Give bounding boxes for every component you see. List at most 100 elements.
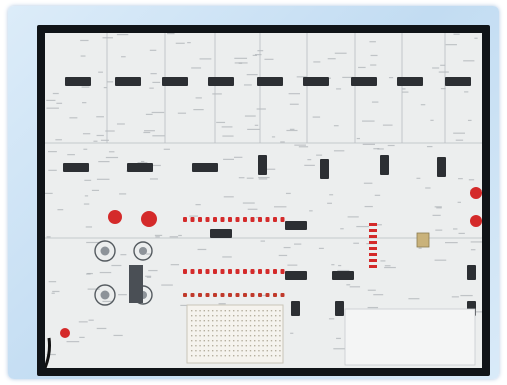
silkscreen-mark [234, 156, 243, 158]
dial-center [100, 246, 110, 256]
silkscreen-mark [82, 102, 87, 104]
breadboard-hole [266, 310, 268, 312]
silkscreen-mark [384, 266, 396, 269]
silkscreen-mark [151, 111, 165, 114]
breadboard-hole [245, 335, 247, 337]
breadboard-hole [258, 325, 260, 327]
breadboard-hole [195, 345, 197, 347]
silkscreen-mark [254, 124, 259, 126]
breadboard-hole [228, 335, 231, 337]
breadboard-hole [241, 310, 243, 312]
misc-components [45, 232, 476, 368]
silkscreen-mark [243, 84, 252, 86]
breadboard-hole [220, 355, 222, 357]
silkscreen-mark [294, 144, 306, 146]
led-bar [369, 265, 377, 268]
breadboard-hole [254, 330, 256, 332]
led [228, 217, 232, 222]
breadboard-hole [262, 340, 264, 342]
breadboard-hole [195, 340, 197, 342]
silkscreen-mark [285, 192, 291, 195]
breadboard-hole [195, 325, 197, 327]
led [243, 269, 247, 274]
silkscreen-mark [146, 253, 151, 255]
breadboard-hole [241, 350, 243, 352]
ic-chip [335, 301, 344, 316]
dial [94, 240, 116, 262]
silkscreen-mark [468, 179, 475, 181]
silkscreen-mark [258, 176, 270, 179]
breadboard-hole [241, 315, 243, 317]
ic-chip [115, 77, 141, 86]
silkscreen-mark [342, 76, 354, 79]
breadboard-hole [216, 310, 218, 312]
silkscreen-mark [246, 177, 254, 179]
silkscreen-mark [46, 99, 56, 102]
silkscreen-mark [199, 58, 212, 60]
silkscreen-mark [358, 66, 366, 69]
breadboard-hole [245, 345, 247, 347]
silkscreen-mark [373, 148, 380, 150]
led [265, 293, 270, 297]
breadboard-hole [266, 325, 268, 327]
silkscreen-mark [296, 76, 307, 78]
breadboard-hole [224, 340, 226, 342]
silkscreen-mark [367, 289, 376, 291]
silkscreen-mark [309, 210, 313, 212]
breadboard-hole [254, 325, 256, 327]
breadboard-hole [270, 355, 273, 357]
silkscreen-mark [52, 290, 60, 293]
breadboard-hole [233, 350, 235, 352]
led [250, 269, 255, 274]
silkscreen-mark [148, 269, 158, 272]
breadboard-hole [220, 315, 222, 317]
silkscreen-mark [327, 58, 336, 60]
silkscreen-mark [453, 33, 460, 35]
silkscreen-mark [337, 269, 350, 272]
ic-chip [65, 77, 91, 86]
silkscreen-mark [118, 294, 127, 296]
breadboard-hole [207, 330, 210, 332]
breadboard-hole [237, 355, 239, 357]
breadboard-hole [216, 330, 218, 332]
breadboard-hole [237, 315, 239, 317]
silkscreen-mark [318, 247, 324, 249]
silkscreen-mark [313, 61, 321, 63]
breadboard-hole [228, 330, 231, 332]
breadboard-hole [228, 350, 231, 352]
breadboard-hole [249, 355, 252, 357]
silkscreen-mark [380, 260, 386, 262]
breadboard-hole [207, 325, 210, 327]
silkscreen-mark [193, 109, 204, 111]
ic-chip [208, 77, 234, 86]
breadboard-hole [245, 350, 247, 352]
breadboard-hole [216, 350, 218, 352]
breadboard-hole [203, 325, 205, 327]
breadboard-hole [279, 325, 281, 327]
breadboard-hole [207, 345, 210, 347]
silkscreen-mark [373, 294, 384, 296]
breadboard-hole [241, 335, 243, 337]
silkscreen-mark [382, 124, 393, 126]
breadboard-hole [241, 330, 243, 332]
silkscreen-mark [247, 128, 260, 131]
silkscreen-mark [87, 288, 100, 290]
silkscreen-mark [470, 249, 476, 251]
silkscreen-mark [103, 86, 107, 89]
silkscreen-mark [333, 125, 339, 127]
silkscreen-mark [197, 248, 207, 251]
ic-chip [437, 157, 446, 177]
led [250, 217, 255, 222]
silkscreen-mark [120, 254, 127, 256]
silkscreen-mark [242, 202, 255, 204]
silkscreen-mark [387, 144, 395, 147]
breadboard-hole [275, 340, 277, 342]
silkscreen-mark [69, 117, 78, 119]
silkscreen-mark [402, 88, 406, 90]
breadboard-hole [262, 350, 264, 352]
breadboard-hole [203, 345, 205, 347]
breadboard-hole [237, 330, 239, 332]
breadboard-hole [279, 330, 281, 332]
breadboard-hole [228, 355, 231, 357]
silkscreen-mark [254, 54, 262, 56]
